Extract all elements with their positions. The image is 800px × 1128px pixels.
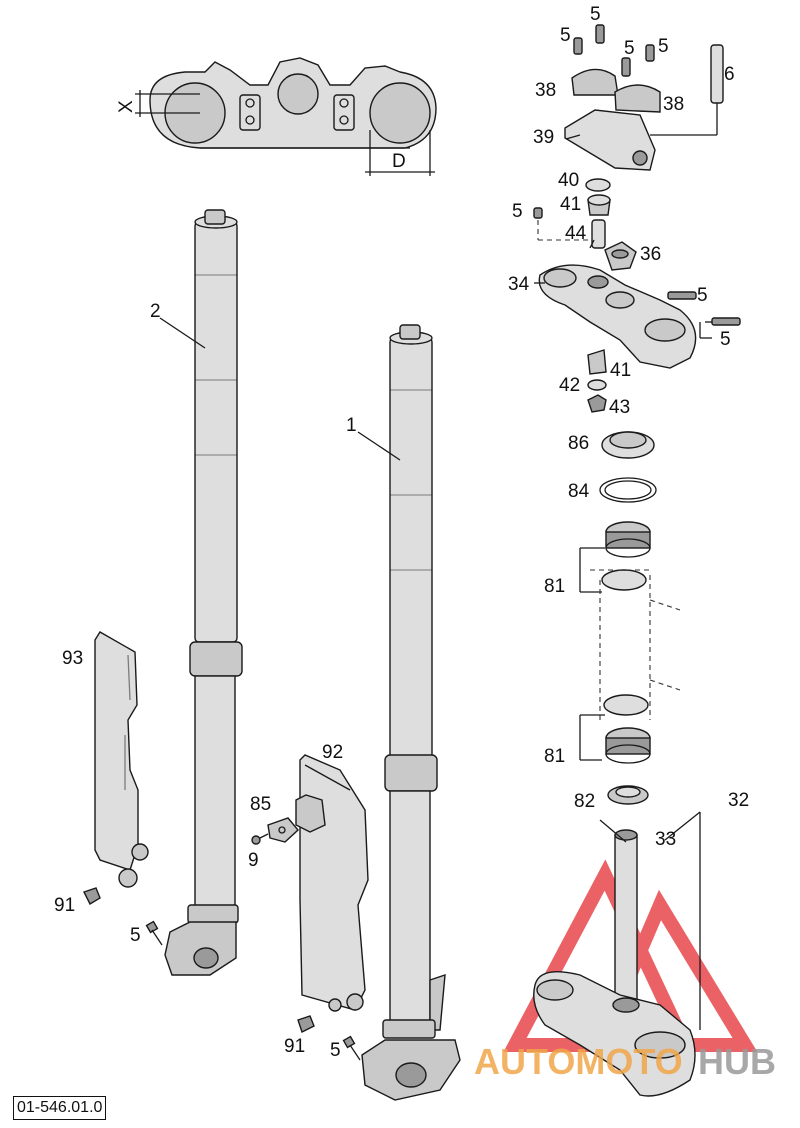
label-part-85: 85 — [250, 794, 271, 815]
label-part-38-right: 38 — [663, 94, 684, 115]
label-part-92: 92 — [322, 742, 343, 763]
label-part-39: 39 — [533, 127, 554, 148]
label-part-5-left: 5 — [130, 925, 141, 946]
reference-code: 01-546.01.0 — [13, 1096, 107, 1120]
label-part-84: 84 — [568, 481, 590, 502]
label-part-5-top-right: 5 — [658, 36, 669, 57]
steering-stem-32 — [533, 811, 701, 1097]
label-part-91-right: 91 — [284, 1036, 305, 1057]
label-part-5-clamp-a: 5 — [697, 285, 708, 306]
label-part-5-top-mid: 5 — [624, 38, 635, 59]
small-fasteners-left — [83, 817, 361, 1061]
label-part-5-top-left: 5 — [560, 25, 571, 46]
fork-guard-93 — [94, 631, 149, 888]
fork-leg-1 — [361, 324, 461, 1101]
label-part-5-mid: 5 — [512, 201, 523, 222]
label-part-81-bottom: 81 — [544, 746, 565, 767]
steering-head-parts — [533, 24, 741, 805]
label-part-38-left: 38 — [535, 80, 556, 101]
label-part-86: 86 — [568, 433, 589, 454]
label-part-41-bottom: 41 — [610, 360, 631, 381]
leader-lines — [159, 134, 627, 843]
label-part-5-bottom: 5 — [330, 1040, 341, 1061]
label-part-41-top: 41 — [560, 194, 581, 215]
label-part-36: 36 — [640, 244, 661, 265]
label-part-1: 1 — [346, 415, 357, 436]
dimension-d-label: D — [392, 151, 406, 172]
top-clamp-top-view — [135, 57, 437, 176]
watermark-text: AUTOMOTO HUB — [474, 1041, 776, 1082]
dimension-x-label: X — [116, 100, 137, 113]
label-part-44: 44 — [565, 223, 587, 244]
watermark-part1: AUTOMOTO — [474, 1041, 683, 1082]
label-part-93: 93 — [62, 648, 83, 669]
label-part-33: 33 — [655, 829, 676, 850]
watermark-part2: HUB — [698, 1041, 776, 1082]
label-part-5-top: 5 — [590, 4, 601, 25]
label-part-40: 40 — [558, 170, 579, 191]
label-part-81-top: 81 — [544, 576, 565, 597]
label-part-43: 43 — [609, 397, 630, 418]
label-part-32: 32 — [728, 790, 749, 811]
fork-leg-2 — [164, 209, 243, 976]
label-part-5-clamp-b: 5 — [720, 329, 731, 350]
fork-guard-92 — [295, 754, 369, 1012]
label-part-6: 6 — [724, 64, 735, 85]
label-part-91-left: 91 — [54, 895, 75, 916]
label-part-34: 34 — [508, 274, 530, 295]
label-part-82: 82 — [574, 791, 595, 812]
label-part-42: 42 — [559, 375, 580, 396]
label-part-2: 2 — [150, 301, 161, 322]
part-labels: 2 1 93 92 85 9 91 5 91 5 5 5 5 5 6 38 38… — [54, 4, 749, 1061]
label-part-9: 9 — [248, 850, 259, 871]
